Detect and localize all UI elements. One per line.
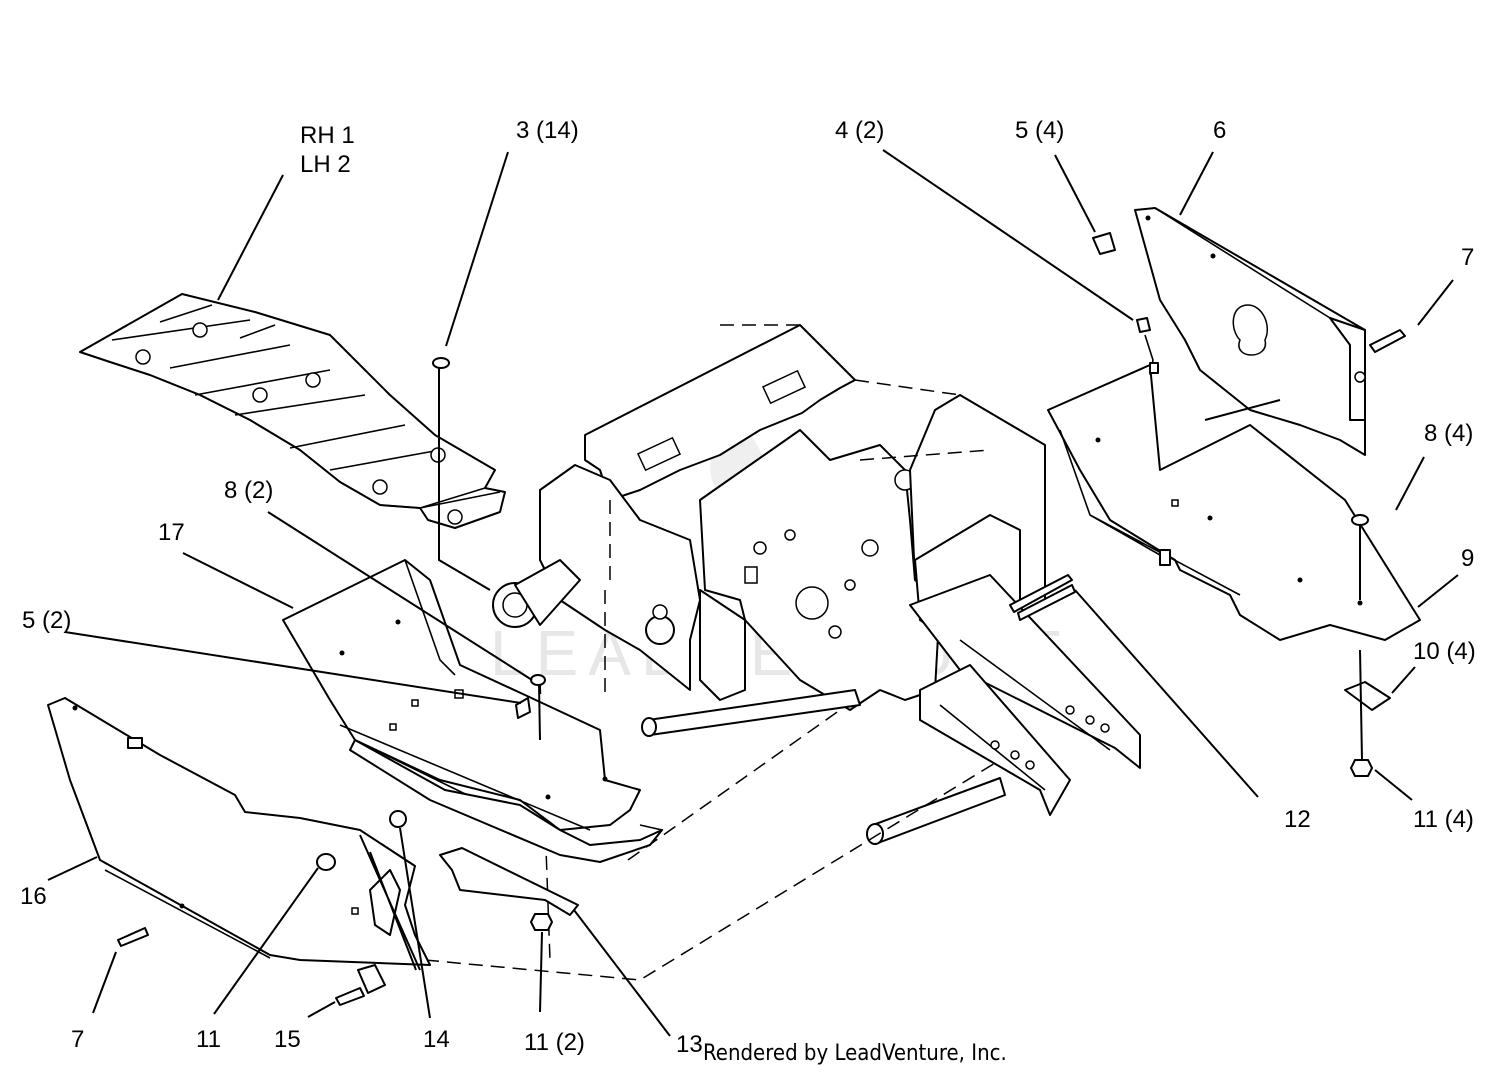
callout-labels: RH 1 LH 2 3 (14) 4 (2) 5 (4) 6 7 8 (4) 9… — [20, 117, 1476, 1058]
main-frame-assembly — [492, 324, 1141, 845]
callout-lh2: LH 2 — [300, 151, 351, 178]
callout-6: 6 — [1213, 117, 1226, 144]
rear-shield-panel — [1134, 207, 1366, 456]
callout-14: 14 — [423, 1026, 450, 1053]
callout-12: 12 — [1284, 806, 1311, 833]
credit-text: Rendered by LeadVenture, Inc. — [703, 1041, 1007, 1066]
callout-3: 3 (14) — [516, 117, 579, 144]
fasteners — [117, 232, 1406, 1006]
leader-lines — [47, 149, 1459, 1037]
callout-11-left: 11 — [196, 1026, 221, 1053]
callout-11-right: 11 (4) — [1413, 806, 1474, 833]
callout-11-mid: 11 (2) — [524, 1029, 585, 1056]
callout-8-left: 8 (2) — [224, 477, 273, 504]
callout-9: 9 — [1461, 545, 1474, 572]
callout-7-right: 7 — [1461, 244, 1474, 271]
callout-16: 16 — [20, 883, 47, 910]
callout-5-left: 5 (2) — [22, 607, 71, 634]
center-bracket — [439, 847, 579, 916]
callout-10: 10 (4) — [1413, 638, 1476, 665]
footrest-panel — [79, 293, 506, 529]
callout-rh1: RH 1 — [300, 122, 355, 149]
right-inner-panel — [1047, 364, 1421, 641]
callout-17: 17 — [158, 519, 185, 546]
callout-15: 15 — [274, 1026, 301, 1053]
callout-4: 4 (2) — [835, 117, 884, 144]
callout-8-right: 8 (4) — [1424, 420, 1473, 447]
callout-13: 13 — [676, 1031, 703, 1058]
callout-5-top: 5 (4) — [1015, 117, 1064, 144]
callout-7-left: 7 — [71, 1026, 84, 1053]
